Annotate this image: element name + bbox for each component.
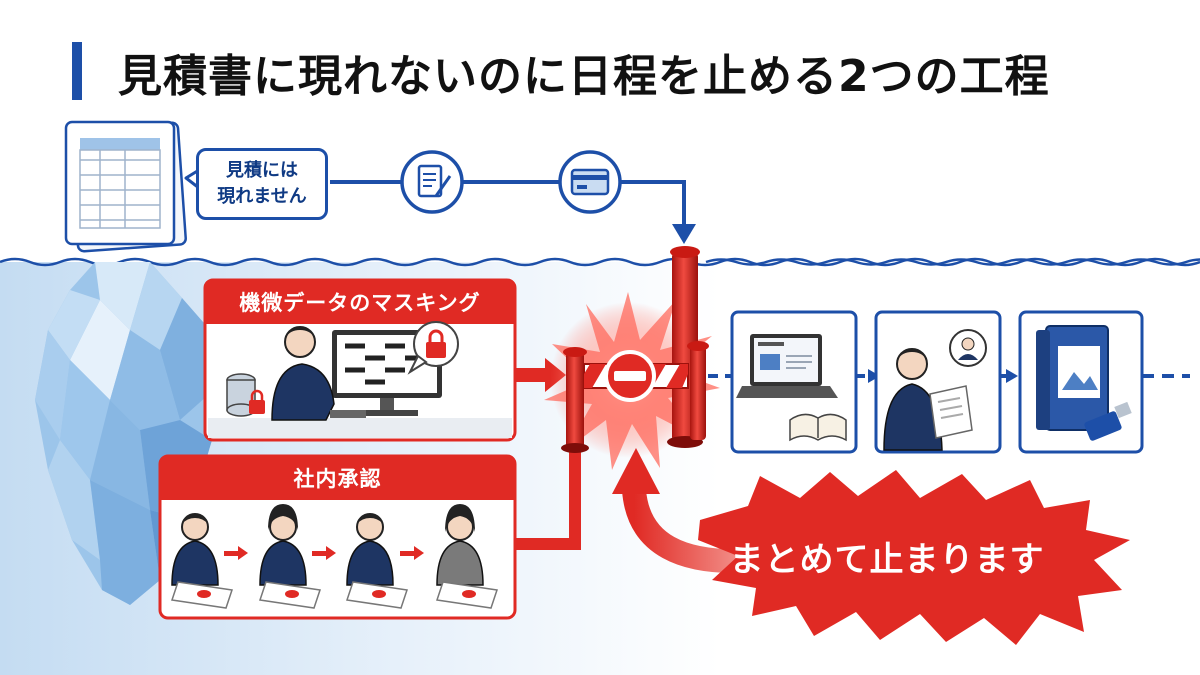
binder-icon (1036, 326, 1108, 430)
approval-panel-title: 社内承認 (160, 456, 515, 500)
downstream-card-reviewer (876, 312, 1000, 452)
page-title: 見積書に現れないのに日程を止める2つの工程 (118, 40, 1050, 104)
title-accent-bar (72, 42, 82, 100)
downstream-card-archive (1020, 312, 1142, 452)
top-flow-arrowhead (672, 224, 696, 244)
document-pen-icon (402, 152, 462, 212)
downstream-card-laptop (732, 312, 856, 452)
no-entry-icon (606, 352, 654, 400)
masking-panel-title: 機微データのマスキング (205, 280, 515, 324)
starburst-label: まとめて止まります (722, 532, 1052, 581)
not-in-estimate-bubble: 見積には 現れません (196, 148, 328, 220)
top-flow-line (330, 182, 684, 226)
open-book-icon (790, 414, 846, 440)
estimate-sheet-icon (66, 122, 186, 252)
bubble-line-2: 現れません (217, 184, 306, 210)
credit-card-icon (560, 152, 620, 212)
bubble-line-1: 見積には (217, 158, 306, 184)
